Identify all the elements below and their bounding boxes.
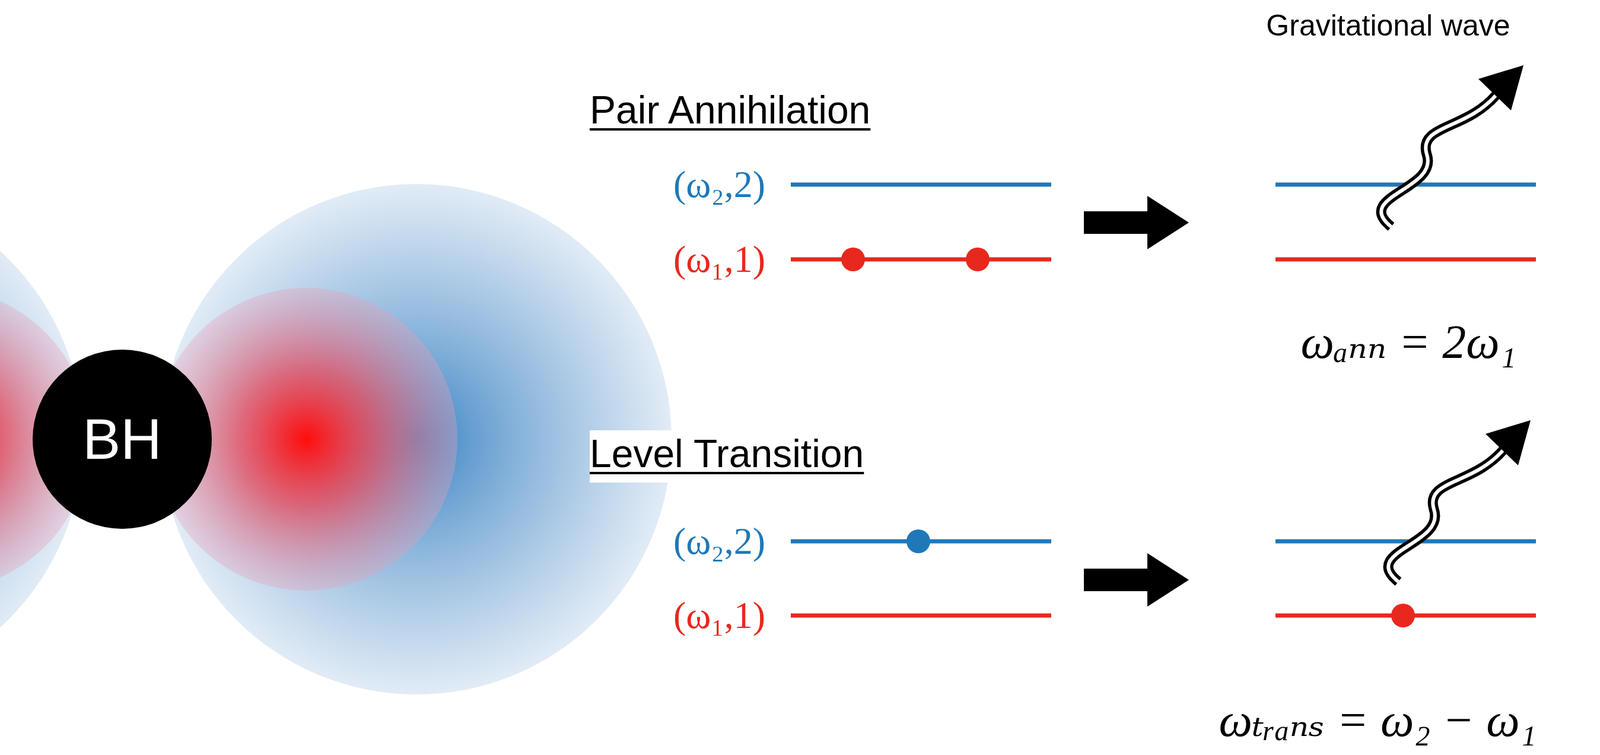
level-label: (ω₁,1) xyxy=(673,237,766,282)
wave-line xyxy=(1381,94,1497,227)
level-line xyxy=(790,182,1052,187)
block-arrow xyxy=(1083,552,1189,607)
section-heading: Pair Annihilation xyxy=(589,87,871,133)
particle-dot xyxy=(1391,603,1415,628)
node-label: BH xyxy=(82,406,162,472)
level-label: (ω₂,2) xyxy=(673,519,766,563)
process-arrow xyxy=(1083,195,1189,607)
wave-line xyxy=(1381,94,1497,227)
level-line xyxy=(790,613,1052,618)
level-label: (ω₂,2) xyxy=(673,162,766,207)
caption-label: Gravitational wave xyxy=(1265,8,1510,44)
level-line xyxy=(790,257,1052,262)
frequency-formula: ωₜᵣₐₙₛ = ω₂ − ω₁ xyxy=(1218,692,1536,747)
particle-dot xyxy=(841,247,865,272)
gravitational-wave-arrow xyxy=(1381,65,1524,227)
wave-line xyxy=(1388,449,1504,582)
gravitational-wave-arrow xyxy=(1388,420,1531,582)
block-arrow xyxy=(1083,195,1189,250)
section-heading: Level Transition xyxy=(589,430,868,483)
black-hole: BH xyxy=(32,349,212,529)
wave-head xyxy=(1478,65,1524,111)
particle-dot xyxy=(906,529,931,553)
wave-line xyxy=(1388,449,1504,582)
boson-cloud xyxy=(0,183,672,695)
level-line xyxy=(1275,257,1536,262)
wave-head xyxy=(1485,420,1531,466)
particle-dot xyxy=(965,247,990,272)
level-label: (ω₁,1) xyxy=(673,593,766,638)
frequency-formula: ωₐₙₙ = 2ω₁ xyxy=(1300,314,1516,370)
level-diagram xyxy=(790,184,1536,628)
